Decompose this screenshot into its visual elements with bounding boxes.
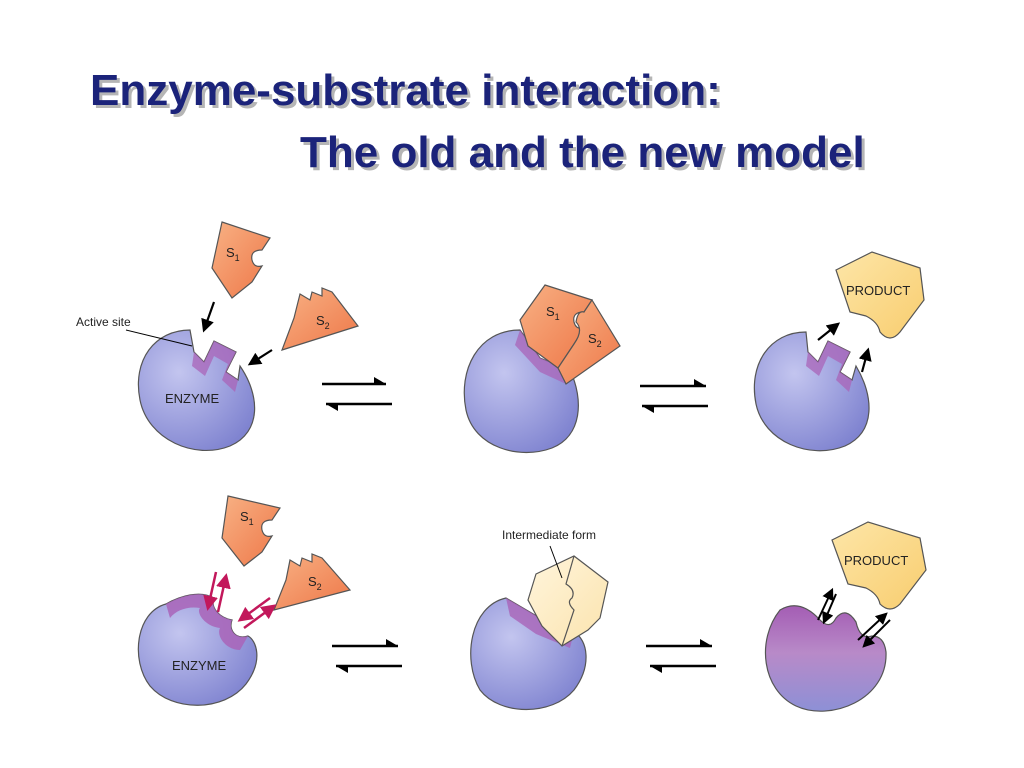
arrow-s1-to-enzyme	[201, 301, 216, 333]
substrate2-label: S2	[316, 313, 330, 331]
enzyme-label: ENZYME	[165, 391, 220, 406]
product-label: PRODUCT	[846, 283, 910, 298]
enzyme-lock-key	[137, 329, 256, 451]
complex-s2-label: S2	[588, 331, 602, 349]
substrate-s2	[281, 287, 359, 351]
arrow-release-2	[858, 347, 872, 373]
arrow-s2-to-enzyme	[247, 349, 273, 366]
active-site-pointer	[125, 329, 193, 347]
slide-title-line2: The old and the new model	[300, 128, 865, 177]
arrow-release-down-2	[862, 619, 891, 648]
substrate-s1	[221, 495, 281, 567]
active-site-label: Active site	[76, 315, 131, 329]
substrate1-label: S1	[240, 509, 254, 527]
arrow-release-up	[817, 587, 834, 621]
equilibrium-arrows	[322, 377, 392, 411]
equilibrium-arrows	[646, 639, 716, 673]
equilibrium-arrows	[640, 379, 708, 413]
row-old-model: ENZYME Active site S1 S2 S1 S2	[76, 221, 925, 454]
substrate2-label: S2	[308, 574, 322, 592]
substrate1-label: S1	[226, 245, 240, 263]
product-shape	[831, 521, 927, 610]
arrow-release-1	[817, 322, 841, 341]
complex-s1-label: S1	[546, 304, 560, 322]
intermediate-complex	[470, 555, 609, 710]
enzyme-released	[753, 331, 870, 452]
arrow-release-down	[822, 593, 837, 625]
product-shape	[835, 251, 925, 339]
substrate-s1	[211, 221, 271, 299]
enzyme-released-induced	[764, 605, 887, 712]
intermediate-form-label: Intermediate form	[502, 528, 596, 542]
intermediate-pointer	[549, 545, 563, 579]
equilibrium-arrows	[332, 639, 402, 673]
slide-title-line1: Enzyme-substrate interaction:	[90, 66, 721, 115]
product-label: PRODUCT	[844, 553, 908, 568]
enzyme-induced-fit	[137, 593, 258, 706]
row-new-model: ENZYME S1 S2	[137, 495, 927, 712]
enzyme-substrate-complex	[463, 284, 621, 454]
substrate-s2	[273, 553, 352, 611]
enzyme-label: ENZYME	[172, 658, 227, 673]
induced-binding-arrows	[203, 571, 277, 630]
